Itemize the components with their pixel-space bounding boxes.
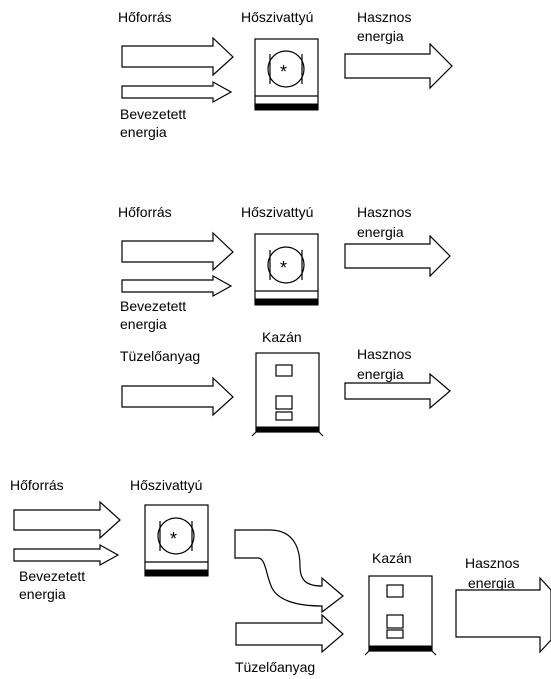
input-energy-label-line2: energia xyxy=(120,316,167,332)
input-energy-label-line2: energia xyxy=(19,586,66,602)
input-energy-label-line1: Bevezetett xyxy=(120,106,186,122)
heat-source-arrow-icon xyxy=(121,231,234,272)
boiler-useful-energy-arrow-icon xyxy=(344,372,451,410)
fuel-label: Tüzelőanyag xyxy=(120,348,200,364)
input-energy-arrow-icon xyxy=(121,80,233,104)
useful-energy-label-line2: energia xyxy=(357,28,404,44)
heat-pump-label: Hőszivattyú xyxy=(241,204,313,220)
useful-energy-arrow-icon xyxy=(455,576,551,654)
heat-pump-icon: * xyxy=(254,233,319,306)
useful-energy-label-line1: Hasznos xyxy=(357,204,411,220)
heat-source-label: Hőforrás xyxy=(118,9,172,25)
useful-energy-arrow-icon xyxy=(344,42,453,90)
input-energy-label-line1: Bevezetett xyxy=(120,298,186,314)
svg-text:*: * xyxy=(280,62,287,82)
diagram-heat-pump-feeding-boiler: Hőforrás Hőszivattyú Bevezetett energia … xyxy=(10,477,551,675)
boiler-icon xyxy=(364,575,437,656)
heat-pump-icon: * xyxy=(144,504,209,577)
heat-source-arrow-icon xyxy=(121,36,234,77)
svg-text:*: * xyxy=(280,258,287,278)
input-energy-arrow-icon xyxy=(13,543,120,567)
useful-energy-label-line2: energia xyxy=(468,575,515,591)
useful-energy-label-line2: energia xyxy=(357,224,404,240)
useful-energy-label-line1: Hasznos xyxy=(465,555,519,571)
diagram-heat-pump-only: Hőforrás Hőszivattyú Hasznos energia Bev… xyxy=(118,9,453,140)
fuel-arrow-icon xyxy=(121,376,234,417)
fuel-label: Tüzelőanyag xyxy=(235,659,315,675)
heat-source-label: Hőforrás xyxy=(118,204,172,220)
heat-transfer-curved-arrow-icon xyxy=(234,529,344,614)
boiler-label: Kazán xyxy=(372,550,412,566)
fuel-arrow-icon xyxy=(235,613,344,654)
heat-pump-label: Hőszivattyú xyxy=(130,477,202,493)
heat-pump-icon: * xyxy=(254,38,319,111)
diagram-heat-pump-and-boiler: Hőforrás Hőszivattyú Hasznos energia Bev… xyxy=(118,204,451,437)
heat-pump-label: Hőszivattyú xyxy=(241,9,313,25)
boiler-useful-energy-label-line1: Hasznos xyxy=(357,346,411,362)
input-energy-arrow-icon xyxy=(121,274,233,298)
heat-source-label: Hőforrás xyxy=(10,477,64,493)
boiler-useful-energy-label-line2: energia xyxy=(357,366,404,382)
input-energy-label-line1: Bevezetett xyxy=(19,568,85,584)
boiler-icon xyxy=(251,352,324,437)
heat-source-arrow-icon xyxy=(13,500,121,540)
boiler-label: Kazán xyxy=(262,329,302,345)
useful-energy-arrow-icon xyxy=(344,234,451,278)
svg-text:*: * xyxy=(170,529,177,549)
useful-energy-label-line1: Hasznos xyxy=(357,9,411,25)
input-energy-label-line2: energia xyxy=(120,124,167,140)
